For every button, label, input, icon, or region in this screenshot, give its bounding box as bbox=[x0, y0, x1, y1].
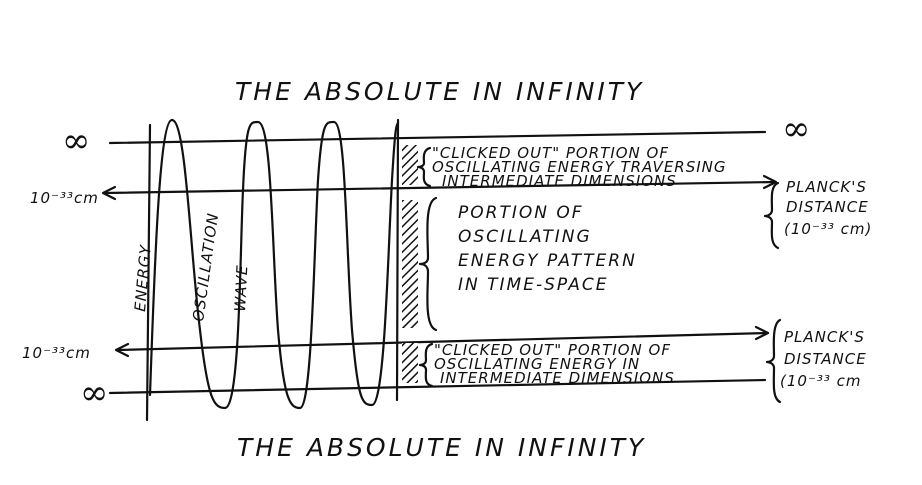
upper-right-brace bbox=[763, 181, 780, 250]
upper-planck-label-line-2: DISTANCE bbox=[786, 198, 869, 216]
upper-note-line-3: INTERMEDIATE DIMENSIONS bbox=[442, 172, 677, 190]
lower-planck-label-line-3: (10⁻³³ cm bbox=[780, 372, 862, 390]
upper-planck-label-line-3: (10⁻³³ cm) bbox=[784, 220, 872, 238]
upper-right-arrowhead bbox=[762, 174, 778, 190]
upper-note-line-2: OSCILLATING ENERGY TRAVERSING bbox=[432, 158, 727, 176]
middle-note-line-4: IN TIME-SPACE bbox=[458, 275, 609, 295]
upper-hatched-region bbox=[402, 145, 418, 185]
top-infinity-line bbox=[108, 130, 767, 145]
lower-note-line-1: "CLICKED OUT" PORTION OF bbox=[434, 341, 671, 359]
middle-note-line-3: ENERGY PATTERN bbox=[458, 251, 637, 271]
lower-planck-label-line-2: DISTANCE bbox=[784, 350, 867, 368]
upper-planck-line bbox=[103, 180, 777, 195]
lower-planck-label-line-1: PLANCK'S bbox=[784, 328, 865, 346]
infinity-symbol-bottom-left: ∞ bbox=[80, 373, 108, 413]
bottom-title: THE ABSOLUTE IN INFINITY bbox=[237, 433, 646, 462]
middle-brace bbox=[418, 196, 438, 332]
lower-note-line-3: INTERMEDIATE DIMENSIONS bbox=[440, 369, 675, 387]
lower-left-arrowhead bbox=[114, 342, 130, 358]
infinity-symbol-top-left: ∞ bbox=[62, 121, 90, 161]
upper-planck-label-line-1: PLANCK'S bbox=[786, 178, 867, 196]
infinity-symbol-top-right: ∞ bbox=[782, 109, 810, 149]
lower-right-brace bbox=[765, 318, 782, 404]
middle-note-line-1: PORTION OF bbox=[458, 203, 584, 223]
left-vertical-axis bbox=[145, 123, 152, 422]
middle-note-line-2: OSCILLATING bbox=[458, 227, 592, 247]
lower-right-arrowhead bbox=[754, 325, 770, 341]
upper-brace bbox=[416, 146, 432, 188]
lower-planck-line bbox=[116, 331, 770, 352]
lower-left-planck-marker: 10⁻³³cm bbox=[22, 344, 91, 362]
lower-brace bbox=[418, 342, 434, 388]
upper-left-planck-marker: 10⁻³³cm bbox=[30, 189, 99, 207]
upper-note-line-1: "CLICKED OUT" PORTION OF bbox=[432, 144, 669, 162]
upper-left-arrowhead bbox=[101, 185, 117, 201]
middle-hatched-region bbox=[402, 200, 418, 328]
bottom-infinity-line bbox=[108, 378, 767, 395]
lower-note-line-2: OSCILLATING ENERGY IN bbox=[434, 355, 640, 373]
right-vertical-divider bbox=[395, 118, 400, 402]
top-title: THE ABSOLUTE IN INFINITY bbox=[235, 77, 644, 106]
energy-label: ENERGY bbox=[131, 243, 155, 313]
lower-hatched-region bbox=[402, 343, 418, 383]
oscillation-wave-line bbox=[148, 118, 400, 410]
wave-label: WAVE bbox=[231, 264, 251, 312]
